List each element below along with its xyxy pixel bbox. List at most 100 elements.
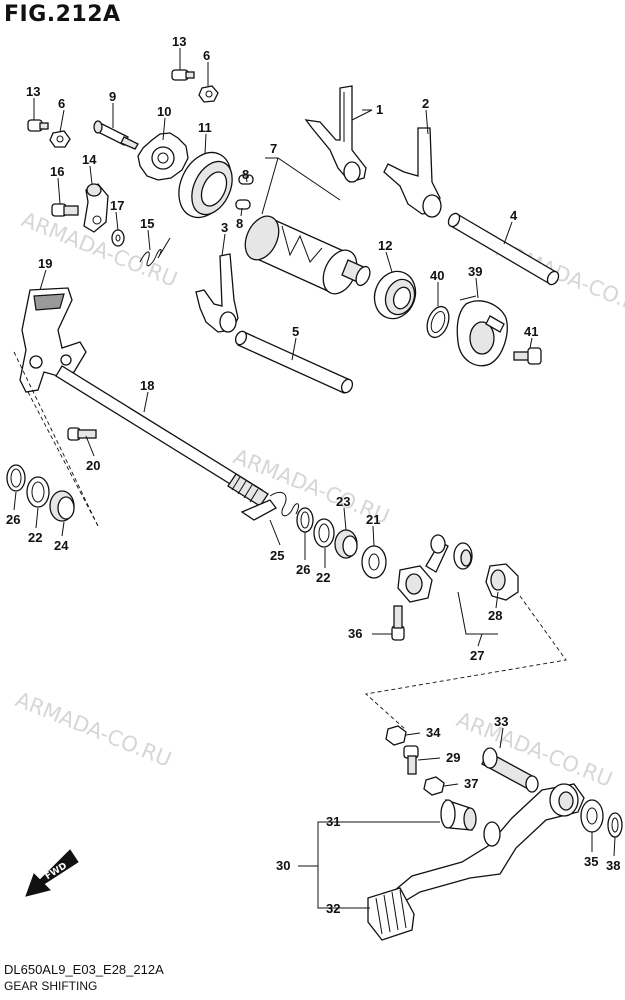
- callout-labels: 13 6 13 6 9 10 11 1 2 7 8 8 14 16 17 15 …: [6, 34, 620, 916]
- callout-8: 8: [242, 167, 249, 182]
- callout-30: 30: [276, 858, 290, 873]
- callout-41: 41: [524, 324, 538, 339]
- callout-25: 25: [270, 548, 284, 563]
- callout-4: 4: [510, 208, 518, 223]
- part-12-needle-bearing: [373, 270, 417, 320]
- model-code: DL650AL9_E03_E28_212A: [4, 962, 164, 977]
- callout-10: 10: [157, 104, 171, 119]
- callout-5: 5: [292, 324, 299, 339]
- part-15-spring: [139, 237, 171, 267]
- callout-28: 28: [488, 608, 502, 623]
- part-24-oil-seal: [49, 490, 75, 522]
- callout-13: 13: [172, 34, 186, 49]
- callout-33: 33: [494, 714, 508, 729]
- part-17-washer: [111, 229, 125, 247]
- part-5-fork-shaft: [234, 330, 354, 394]
- callout-18: 18: [140, 378, 154, 393]
- part-31-pedal-bushing: [440, 799, 477, 831]
- callout-17: 17: [110, 198, 124, 213]
- part-33-pivot-bolt: [481, 747, 539, 793]
- part-8-pin-upper: [238, 174, 254, 185]
- callout-11: 11: [198, 120, 212, 135]
- figure-title: FIG.212A: [4, 2, 121, 27]
- callout-3: 3: [221, 220, 228, 235]
- fwd-arrow-icon: FWD: [25, 849, 79, 897]
- callout-14: 14: [82, 152, 97, 167]
- part-37-nut: [423, 776, 445, 796]
- callout-35: 35: [584, 854, 598, 869]
- part-11-bearing: [178, 151, 233, 219]
- part-2-shift-fork: [383, 127, 442, 218]
- callout-13: 13: [26, 84, 40, 99]
- callout-31: 31: [326, 814, 340, 829]
- callout-34: 34: [426, 725, 441, 740]
- section-title: GEAR SHIFTING: [4, 979, 98, 993]
- callout-36: 36: [348, 626, 362, 641]
- callout-32: 32: [326, 901, 340, 916]
- part-6-nut-top: [198, 85, 219, 103]
- part-27-shift-rod-end: [397, 534, 473, 603]
- part-4-fork-shaft: [447, 212, 560, 286]
- watermark-group: ARMADA-CO.RU ARMADA-CO.RU ARMADA-CO.RU A…: [12, 207, 625, 791]
- callout-24: 24: [54, 538, 69, 553]
- part-10-stopper-plate: [137, 132, 189, 181]
- callout-20: 20: [86, 458, 100, 473]
- part-23-oil-seal: [334, 529, 358, 559]
- callout-22: 22: [316, 570, 330, 585]
- part-34-nut: [385, 725, 407, 746]
- part-26-circlip-right: [296, 507, 314, 533]
- callout-27: 27: [470, 648, 484, 663]
- callout-1: 1: [376, 102, 383, 117]
- callout-19: 19: [38, 256, 52, 271]
- part-7-shift-drum: [244, 215, 371, 295]
- callout-21: 21: [366, 512, 380, 527]
- part-26-circlip-left: [6, 464, 26, 492]
- callout-29: 29: [446, 750, 460, 765]
- part-41-bolt: [513, 347, 542, 365]
- part-14-stopper-arm: [83, 183, 109, 233]
- part-6-nut-left: [49, 130, 71, 148]
- leader-lines: [13, 48, 616, 909]
- part-13-bolt-left: [27, 119, 49, 132]
- part-1-shift-fork: [304, 85, 367, 183]
- callout-15: 15: [140, 216, 154, 231]
- part-39-gear-position-sensor: [456, 295, 508, 367]
- part-29-bolt: [403, 745, 419, 775]
- callout-9: 9: [109, 89, 116, 104]
- part-22-washer-right: [313, 518, 335, 548]
- callout-8: 8: [236, 216, 243, 231]
- callout-38: 38: [606, 858, 620, 873]
- callout-39: 39: [468, 264, 482, 279]
- callout-6: 6: [203, 48, 210, 63]
- part-21-washer: [361, 545, 387, 579]
- part-35-washer: [580, 799, 604, 833]
- part-13-bolt-top: [171, 69, 195, 81]
- callout-26: 26: [296, 562, 310, 577]
- part-30-gearshift-lever: [386, 783, 585, 905]
- callout-37: 37: [464, 776, 478, 791]
- callout-16: 16: [50, 164, 64, 179]
- watermark-text: ARMADA-CO.RU: [12, 687, 175, 771]
- assembly-dash-lines: [13, 351, 567, 731]
- part-9-pin: [93, 120, 139, 150]
- part-20-bolt: [67, 427, 97, 441]
- part-18-gearshift-shaft: [55, 365, 269, 507]
- callout-26: 26: [6, 512, 20, 527]
- part-3-shift-fork: [195, 253, 239, 333]
- part-36-bolt: [391, 605, 405, 641]
- part-38-circlip: [607, 812, 623, 838]
- part-25-return-spring: [240, 491, 299, 521]
- part-28-rod-end: [485, 563, 519, 601]
- part-22-washer-left: [26, 476, 50, 508]
- callout-6: 6: [58, 96, 65, 111]
- callout-22: 22: [28, 530, 42, 545]
- part-8-pin-lower: [235, 199, 251, 210]
- callout-40: 40: [430, 268, 444, 283]
- callout-23: 23: [336, 494, 350, 509]
- part-40-o-ring: [426, 305, 450, 339]
- part-19-guide-plate: [19, 287, 87, 393]
- part-32-pedal-rubber: [367, 887, 415, 941]
- part-16-bolt: [51, 203, 79, 217]
